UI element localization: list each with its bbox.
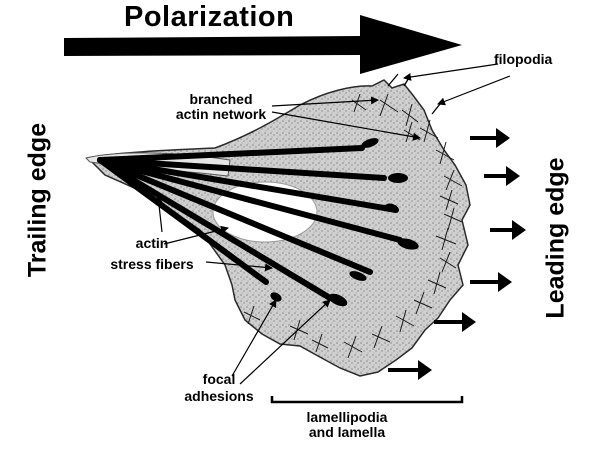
branched-actin-line2: actin network	[168, 107, 274, 122]
focal-adhesions-line2: adhesions	[176, 389, 262, 404]
lamellipodia-line1: lamellipodia	[284, 410, 410, 425]
stress-fibers-line2: stress fibers	[96, 257, 208, 272]
branched-actin-line1: branched	[168, 92, 274, 107]
focal-adhesions-line1: focal	[176, 372, 262, 387]
trailing-edge-label: Trailing edge	[24, 123, 53, 277]
branched-actin-label: branched actin network	[168, 92, 274, 123]
leading-edge-label: Leading edge	[542, 157, 571, 318]
lamellipodia-label: lamellipodia and lamella	[284, 410, 410, 441]
focal-adhesions-label: focal adhesions	[176, 372, 262, 405]
polarization-title: Polarization	[124, 2, 294, 34]
lamellipodia-bracket	[272, 396, 462, 402]
stress-fibers-label: actin stress fibers	[96, 236, 208, 273]
stress-fibers-line1: actin	[96, 236, 208, 251]
lamellipodia-line2: and lamella	[284, 425, 410, 440]
filopodia-label: filopodia	[494, 52, 552, 67]
